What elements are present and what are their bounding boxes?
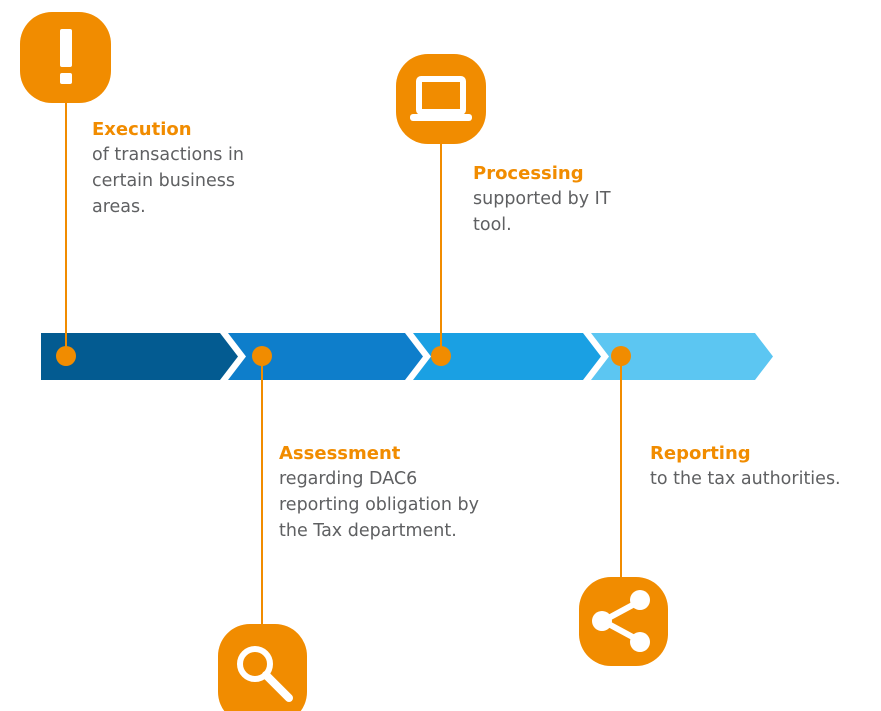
- step-title: Reporting: [650, 443, 751, 464]
- milestone-dot-processing: [431, 346, 451, 366]
- step-title: Assessment: [279, 443, 401, 464]
- chevron-segment-1: [41, 333, 238, 380]
- step-description: supported by IT tool.: [473, 189, 611, 235]
- step-processing: Processing supported by IT tool.: [473, 162, 703, 238]
- step-description: regarding DAC6 reporting obligation by t…: [279, 469, 479, 541]
- chevron-segment-3: [413, 333, 601, 380]
- exclamation-icon: [20, 12, 111, 103]
- step-reporting: Reporting to the tax authorities.: [650, 442, 875, 492]
- step-description: to the tax authorities.: [650, 469, 841, 489]
- step-description: of transactions in certain business area…: [92, 145, 244, 217]
- share-icon: [579, 577, 668, 666]
- timeline-arrow: [41, 333, 773, 380]
- magnifier-icon: [218, 624, 307, 711]
- laptop-icon: [396, 54, 486, 144]
- milestone-dot-execution: [56, 346, 76, 366]
- chevron-segment-2: [228, 333, 423, 380]
- milestone-dot-assessment: [252, 346, 272, 366]
- milestone-dot-reporting: [611, 346, 631, 366]
- step-title: Processing: [473, 163, 584, 184]
- chevron-segment-4: [591, 333, 773, 380]
- step-title: Execution: [92, 119, 192, 140]
- step-execution: Execution of transactions in certain bus…: [92, 118, 322, 220]
- step-assessment: Assessment regarding DAC6 reporting obli…: [279, 442, 519, 544]
